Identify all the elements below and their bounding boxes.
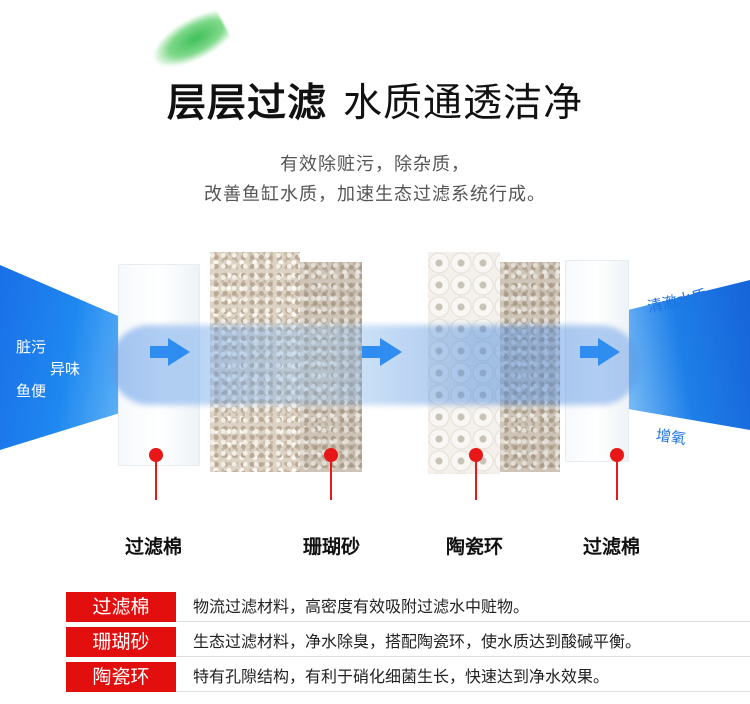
title-bold: 层层过滤 xyxy=(166,81,327,126)
flow-arrow-icon xyxy=(362,338,402,366)
marker-dot-2 xyxy=(324,448,338,462)
marker-line-4 xyxy=(616,460,618,500)
water-stream xyxy=(110,325,640,405)
legend-tag: 珊瑚砂 xyxy=(66,627,176,657)
legend-tag: 陶瓷环 xyxy=(66,662,176,692)
layer-label-filter-cotton-2: 过滤棉 xyxy=(583,536,641,558)
marker-dot-1 xyxy=(149,448,163,462)
inflow-label-feces: 鱼便 xyxy=(16,382,47,400)
description-line-1: 有效除赃污，除杂质， xyxy=(280,154,470,175)
legend-text: 特有孔隙结构，有利于硝化细菌生长，快速达到净水效果。 xyxy=(193,667,610,686)
filtration-illustration: 脏污 异味 鱼便 清澈水质 增氧 xyxy=(0,240,750,500)
legend-tag: 过滤棉 xyxy=(66,592,176,622)
divider xyxy=(176,621,750,622)
layer-label-ceramic-ring: 陶瓷环 xyxy=(446,536,504,558)
green-leaf-decoration xyxy=(145,6,233,78)
page-title: 层层过滤水质通透洁净 xyxy=(0,72,750,128)
divider xyxy=(176,656,750,657)
layer-label-coral-sand: 珊瑚砂 xyxy=(303,536,361,558)
marker-dot-3 xyxy=(469,448,483,462)
flow-arrow-icon xyxy=(150,338,190,366)
layer-label-filter-cotton-1: 过滤棉 xyxy=(125,536,183,558)
divider xyxy=(176,691,750,692)
legend-text: 物流过滤材料，高密度有效吸附过滤水中赃物。 xyxy=(193,597,530,616)
inflow-label-dirt: 脏污 xyxy=(16,338,47,356)
marker-line-1 xyxy=(155,460,157,500)
legend-text: 生态过滤材料，净水除臭，搭配陶瓷环，使水质达到酸碱平衡。 xyxy=(193,632,642,651)
inflow-label-odor: 异味 xyxy=(50,360,81,378)
marker-line-3 xyxy=(475,460,477,500)
description-line-2: 改善鱼缸水质，加速生态过滤系统行成。 xyxy=(204,184,546,205)
outflow-label-oxygen: 增氧 xyxy=(654,425,688,448)
marker-line-2 xyxy=(330,460,332,500)
marker-dot-4 xyxy=(610,448,624,462)
flow-arrow-icon xyxy=(580,338,620,366)
title-light: 水质通透洁净 xyxy=(343,81,584,126)
